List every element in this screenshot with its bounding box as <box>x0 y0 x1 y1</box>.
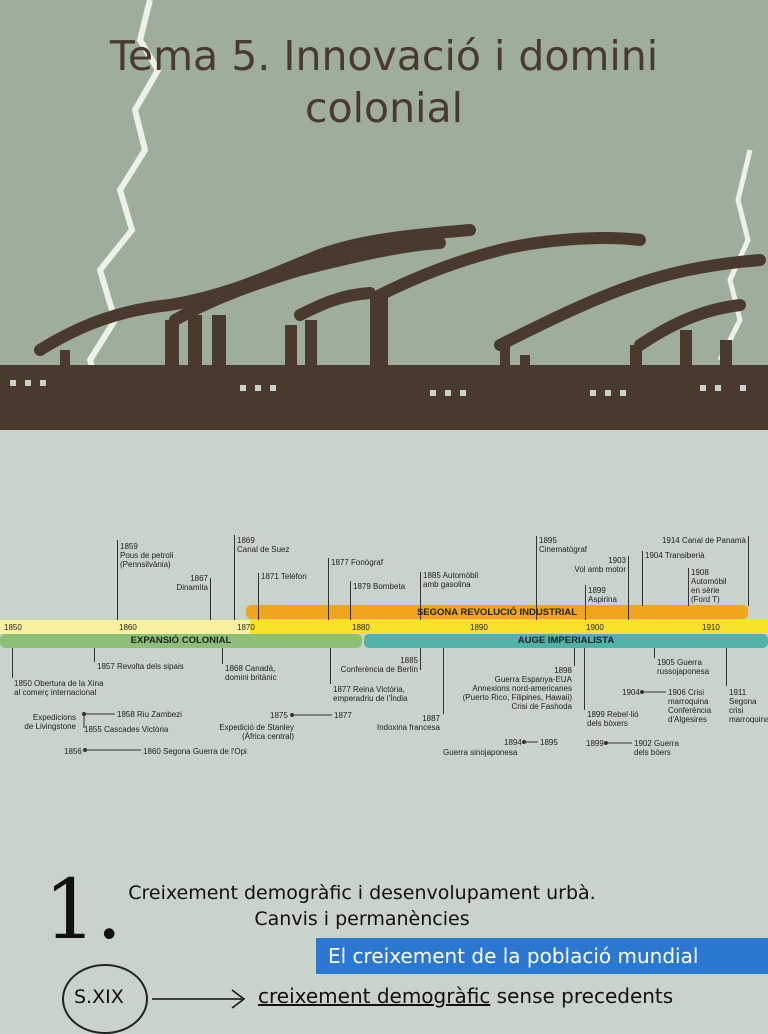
timeline: SEGONA REVOLUCIÓ INDUSTRIAL EXPANSIÓ COL… <box>0 430 768 830</box>
year-label: 1910 <box>702 623 720 632</box>
event-tick <box>117 540 118 620</box>
event-tick <box>210 578 211 620</box>
timeline-connector-arrows <box>82 690 666 752</box>
event-label: 1906 Crisi marroquina Conferència d'Alge… <box>668 688 712 724</box>
event-label: 1857 Revolta dels sipais <box>97 662 184 671</box>
page-title: Tema 5. Innovació i domini colonial <box>0 30 768 134</box>
event-label: 1903 Vol amb motor <box>574 556 626 574</box>
event-label: 1898 Guerra Espanya-EUA Annexions nord-a… <box>462 666 572 711</box>
event-tick <box>628 556 629 620</box>
event-label: 1877 Reina Victòria, emperadriu de l'Índ… <box>333 685 408 703</box>
event-label: 1904 <box>622 688 640 697</box>
event-label: 1894 <box>504 738 522 747</box>
band-auge <box>364 634 768 648</box>
event-tick <box>420 648 421 670</box>
event-tick <box>12 648 13 678</box>
title-line-1: Tema 5. Innovació i domini <box>109 32 659 80</box>
event-tick <box>584 648 585 710</box>
event-tick <box>258 573 259 620</box>
event-tick <box>642 551 643 606</box>
band-expansio <box>0 634 362 648</box>
event-label: 1877 Fonògraf <box>331 558 384 567</box>
factory-skyline-illustration <box>0 224 768 430</box>
event-label: 1899 <box>586 739 604 748</box>
event-tick <box>420 572 421 620</box>
event-label: 1899 Aspirina <box>588 586 617 604</box>
band-segona-revolucio-label: SEGONA REVOLUCIÓ INDUSTRIAL <box>416 607 578 618</box>
event-label: 1908 Automòbil en sèrie (Ford T) <box>691 568 727 604</box>
growth-keyword: creixement demogràfic <box>258 984 491 1008</box>
event-tick <box>726 648 727 686</box>
paper-crack-left <box>86 0 162 401</box>
event-label: 1869 Canal de Suez <box>237 536 290 554</box>
year-label: 1870 <box>237 623 255 632</box>
section-title-line-1: Creixement demogràfic i desenvolupament … <box>128 882 596 904</box>
arrow-right-icon <box>152 989 246 1009</box>
title-line-2: colonial <box>305 84 463 132</box>
growth-rest: sense precedents <box>490 984 674 1008</box>
year-label: 1900 <box>586 623 604 632</box>
section-title-line-2: Canvis i permanències <box>254 908 470 930</box>
event-tick <box>443 648 444 714</box>
century-label: S.XIX <box>74 986 124 1008</box>
event-tick <box>222 648 223 664</box>
year-label: 1860 <box>119 623 137 632</box>
band-segona-revolucio <box>246 605 748 619</box>
section-title: Creixement demogràfic i desenvolupament … <box>92 880 632 932</box>
event-label: 1867 Dinamita <box>176 574 208 592</box>
band-expansio-label: EXPANSIÓ COLONIAL <box>130 635 232 646</box>
event-label: 1899 Rebel·lió dels bòxers <box>587 710 639 728</box>
event-label: 1856 <box>64 747 82 756</box>
event-tick <box>328 558 329 620</box>
event-label: 1905 Guerra russojaponesa <box>657 658 710 676</box>
event-label: 1914 Canal de Panamà <box>661 536 746 545</box>
timeline-bars <box>0 605 768 648</box>
event-label: Expedicions de Livingstone <box>24 713 76 731</box>
event-label: 1904 Transiberià <box>645 551 705 560</box>
year-axis-bar-pale <box>0 620 250 634</box>
band-auge-label: AUGE IMPERIALISTA <box>517 635 615 646</box>
event-label: 1887 Indoxina francesa <box>376 714 440 732</box>
event-label: 1858 Riu Zambezi <box>117 710 182 719</box>
event-tick <box>234 535 235 620</box>
subsection-heading: El creixement de la població mundial <box>316 938 768 974</box>
event-label: 1895 <box>540 738 558 747</box>
event-label: 1868 Canadà, domini britànic <box>225 664 277 682</box>
event-tick <box>330 648 331 684</box>
event-label: 1879 Bombeta <box>353 582 406 591</box>
event-label: 1885 Automòbil amb gasolina <box>423 571 479 589</box>
event-label: 1859 Pous de petroli (Pennsilvània) <box>120 542 174 569</box>
year-label: 1880 <box>352 623 370 632</box>
event-tick <box>585 585 586 620</box>
section-number: 1. <box>44 863 123 958</box>
event-label: 1902 Guerra dels bòers <box>634 739 679 757</box>
event-label: 1885 Conferència de Berlín <box>340 656 418 674</box>
event-label: 1850 Obertura de la Xina al comerç inter… <box>14 679 104 697</box>
event-label: 1911 Segona crisi marroquina <box>729 688 768 724</box>
event-label: 1871 Telèfon <box>261 572 307 581</box>
event-tick <box>574 648 575 666</box>
event-label: Guerra sinojaponesa <box>443 748 518 757</box>
event-tick <box>536 536 537 620</box>
event-tick <box>654 648 655 658</box>
event-label: 1860 Segona Guerra de l'Opi <box>143 747 247 756</box>
event-tick <box>94 648 95 662</box>
hero-banner: Tema 5. Innovació i domini colonial <box>0 0 768 430</box>
event-label: 1895 Cinematògraf <box>539 536 588 554</box>
year-label: 1890 <box>470 623 488 632</box>
event-label: 1875 <box>270 711 288 720</box>
event-label: Expedició de Stanley (Àfrica central) <box>219 723 294 741</box>
event-tick <box>748 536 749 606</box>
year-label: 1850 <box>4 623 22 632</box>
event-label: 1877 <box>334 711 352 720</box>
event-tick <box>350 581 351 620</box>
event-tick <box>688 568 689 606</box>
event-label: 1855 Cascades Victòria <box>84 725 169 734</box>
growth-statement: creixement demogràfic sense precedents <box>258 984 673 1008</box>
